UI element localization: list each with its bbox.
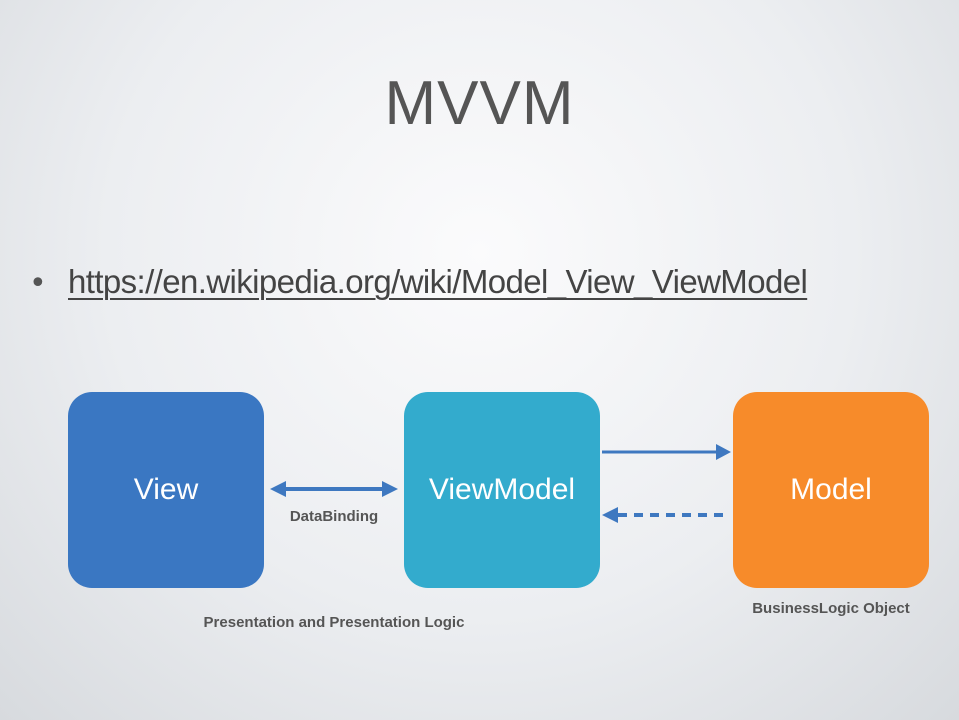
slide-title: MVVM — [384, 69, 575, 138]
bullet-icon: • — [29, 266, 47, 301]
view-label: View — [133, 473, 199, 506]
databinding-double-arrow-icon — [270, 481, 398, 497]
notify-dashed-arrow-icon — [602, 507, 728, 523]
databinding-label: DataBinding — [289, 508, 379, 525]
model-box: Model — [733, 392, 929, 588]
wikipedia-link[interactable]: https://en.wikipedia.org/wiki/Model_View… — [68, 263, 808, 300]
viewmodel-label: ViewModel — [428, 473, 576, 506]
businesslogic-label: BusinessLogic Object — [752, 600, 910, 617]
viewmodel-box: ViewModel — [404, 392, 600, 588]
model-label: Model — [790, 473, 872, 506]
view-box: View — [68, 392, 264, 588]
request-arrow-icon — [602, 444, 731, 460]
presentation-label: Presentation and Presentation Logic — [203, 614, 465, 631]
